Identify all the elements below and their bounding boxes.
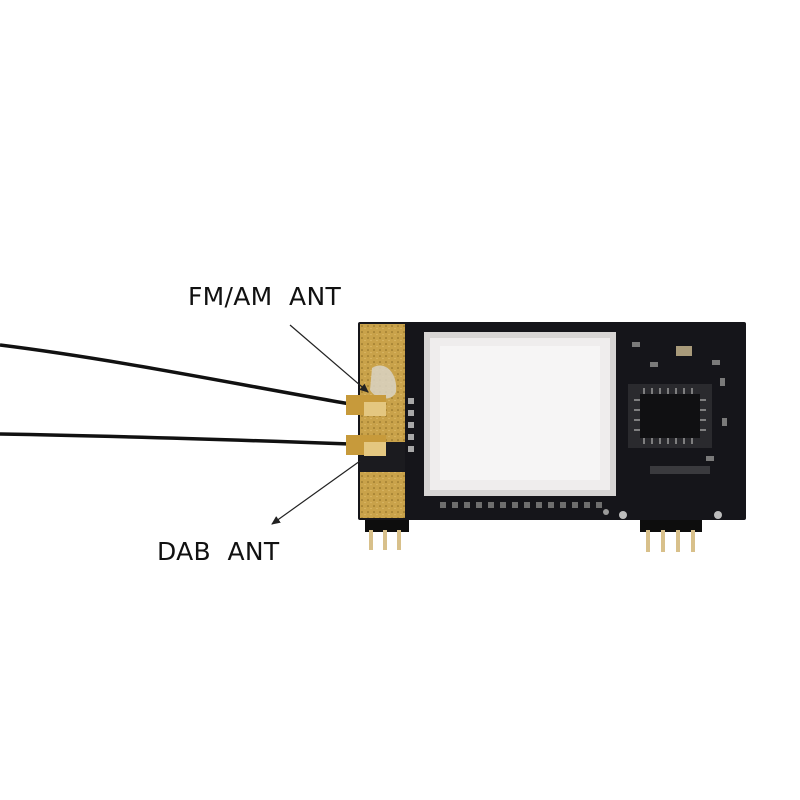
fm-am-antenna-wire [0,343,351,406]
gold-ground-pad [360,324,405,518]
dab-antenna-wire [0,432,351,446]
right-pin-header [640,516,702,552]
bottom-pin-row [440,502,602,508]
fm-am-callout-arrow [289,324,369,393]
left-pin-header [365,516,409,550]
smd-components [603,342,727,519]
dab-callout-arrow [271,460,361,525]
dab-antenna-label: DAB ANT [157,537,280,566]
fm-am-connector [346,395,386,416]
fm-am-antenna-label: FM/AM ANT [188,282,342,311]
dab-connector [346,435,386,456]
main-ic-chip [628,384,712,448]
